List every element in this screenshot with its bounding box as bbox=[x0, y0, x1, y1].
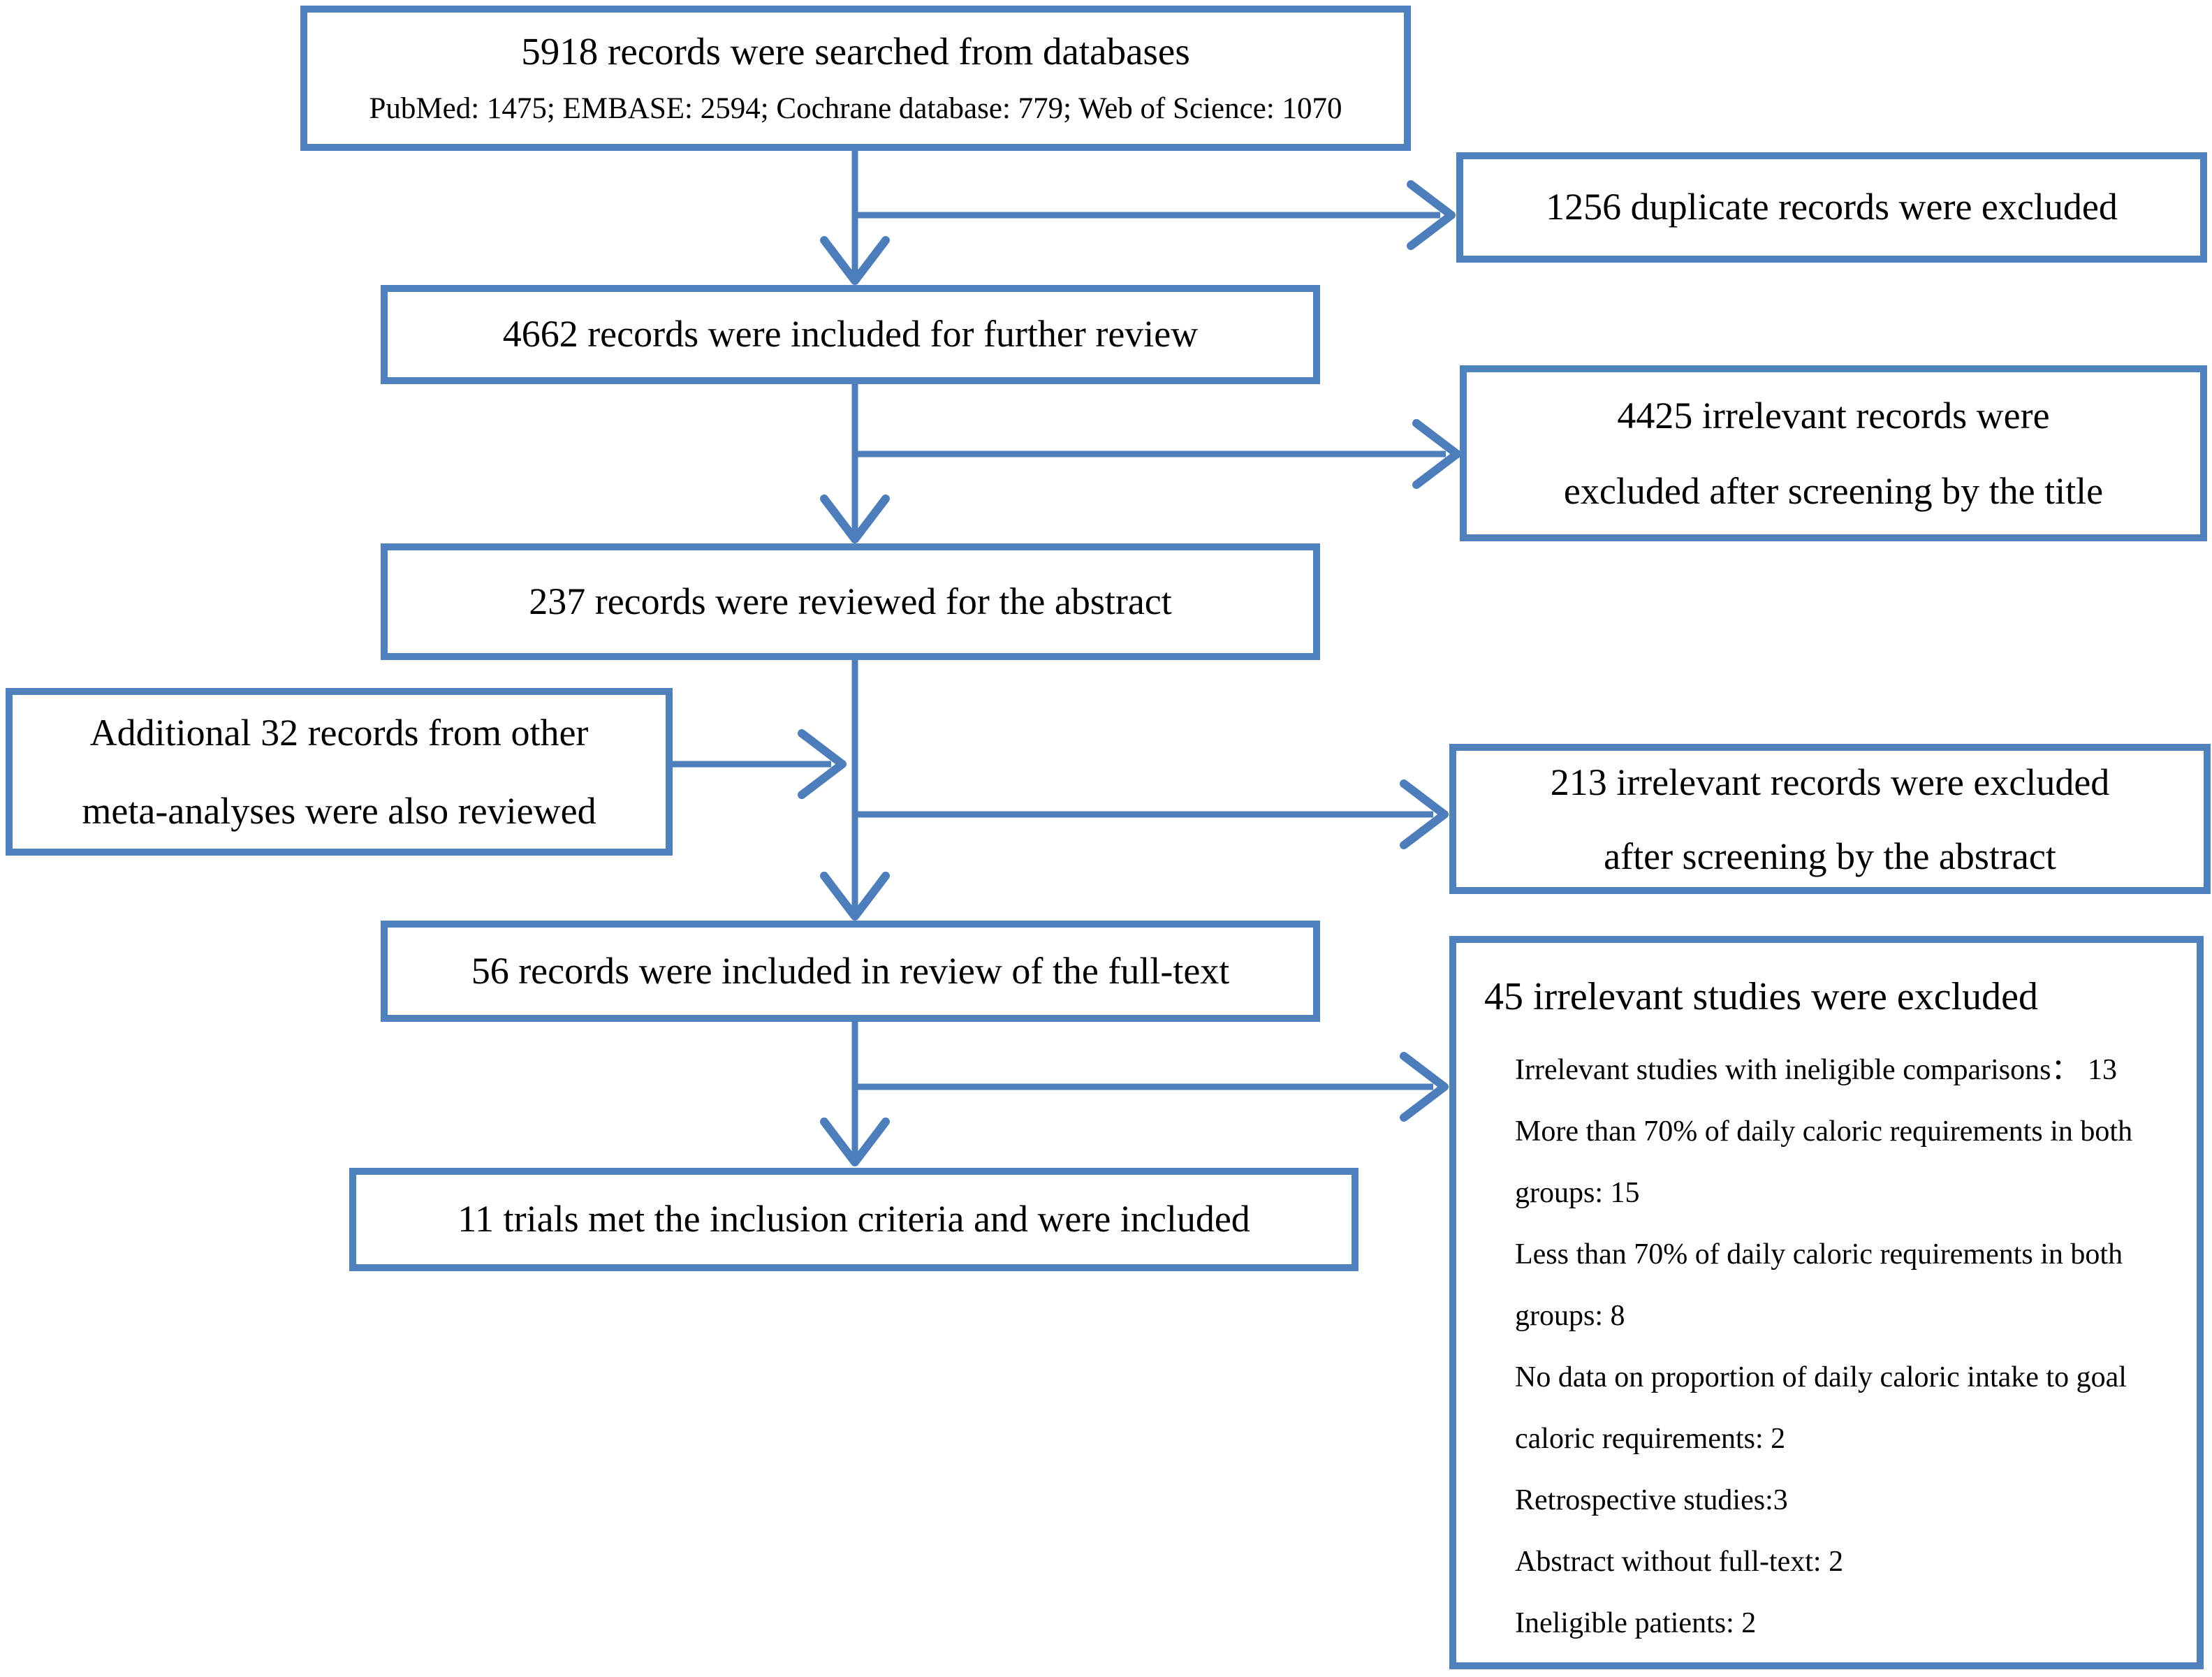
arrow-down-icon bbox=[820, 872, 890, 921]
exclusion-reason: Less than 70% of daily caloric requireme… bbox=[1515, 1238, 2123, 1332]
box-additional-records: Additional 32 records from other meta-an… bbox=[6, 688, 673, 856]
fulltext-excluded-heading: 45 irrelevant studies were excluded bbox=[1484, 975, 2039, 1018]
arrow-down-icon bbox=[820, 1118, 890, 1166]
arrow-right-icon bbox=[1407, 180, 1456, 250]
additional-records-line1: Additional 32 records from other bbox=[89, 712, 589, 754]
exclusion-reason: Retrospective studies:3 bbox=[1515, 1484, 1788, 1516]
fulltext-excluded-reasons: Irrelevant studies with ineligible compa… bbox=[1484, 1039, 2185, 1654]
box-fulltext-review: 56 records were included in review of th… bbox=[381, 921, 1320, 1022]
arrow-right-icon bbox=[1400, 1052, 1449, 1122]
records-searched-title: 5918 records were searched from database… bbox=[521, 30, 1190, 73]
title-screen-excluded-line1: 4425 irrelevant records were bbox=[1617, 395, 2050, 437]
fulltext-review-text: 56 records were included in review of th… bbox=[471, 949, 1230, 992]
box-abstract-screen-excluded: 213 irrelevant records were excluded aft… bbox=[1449, 744, 2211, 894]
further-review-text: 4662 records were included for further r… bbox=[502, 313, 1199, 356]
box-title-screen-excluded: 4425 irrelevant records were excluded af… bbox=[1460, 365, 2207, 541]
exclusion-reason: No data on proportion of daily caloric i… bbox=[1515, 1361, 2127, 1455]
arrow-right-icon bbox=[1412, 419, 1461, 489]
abstract-screen-excluded-line1: 213 irrelevant records were excluded bbox=[1550, 761, 2110, 803]
box-fulltext-excluded: 45 irrelevant studies were excluded Irre… bbox=[1449, 936, 2204, 1669]
box-further-review: 4662 records were included for further r… bbox=[381, 285, 1320, 384]
records-searched-sources: PubMed: 1475; EMBASE: 2594; Cochrane dat… bbox=[369, 92, 1342, 125]
exclusion-reason: Ineligible patients: 2 bbox=[1515, 1607, 1757, 1639]
trials-included-text: 11 trials met the inclusion criteria and… bbox=[457, 1198, 1250, 1240]
additional-records-line2: meta-analyses were also reviewed bbox=[82, 790, 596, 832]
arrow-down-icon bbox=[820, 495, 890, 543]
exclusion-reason: Irrelevant studies with ineligible compa… bbox=[1515, 1054, 2117, 1086]
box-duplicates-excluded: 1256 duplicate records were excluded bbox=[1456, 152, 2207, 263]
abstract-review-text: 237 records were reviewed for the abstra… bbox=[529, 580, 1172, 622]
duplicates-excluded-text: 1256 duplicate records were excluded bbox=[1546, 186, 2118, 228]
box-trials-included: 11 trials met the inclusion criteria and… bbox=[349, 1168, 1358, 1271]
title-screen-excluded-line2: excluded after screening by the title bbox=[1563, 470, 2104, 512]
exclusion-reason: More than 70% of daily caloric requireme… bbox=[1515, 1115, 2133, 1209]
abstract-screen-excluded-line2: after screening by the abstract bbox=[1604, 835, 2056, 877]
arrow-down-icon bbox=[820, 236, 890, 285]
arrow-right-icon bbox=[1400, 779, 1449, 849]
exclusion-reason: Abstract without full-text: 2 bbox=[1515, 1546, 1844, 1578]
box-records-searched: 5918 records were searched from database… bbox=[300, 6, 1411, 151]
arrow-right-icon bbox=[798, 729, 847, 799]
box-abstract-review: 237 records were reviewed for the abstra… bbox=[381, 543, 1320, 660]
